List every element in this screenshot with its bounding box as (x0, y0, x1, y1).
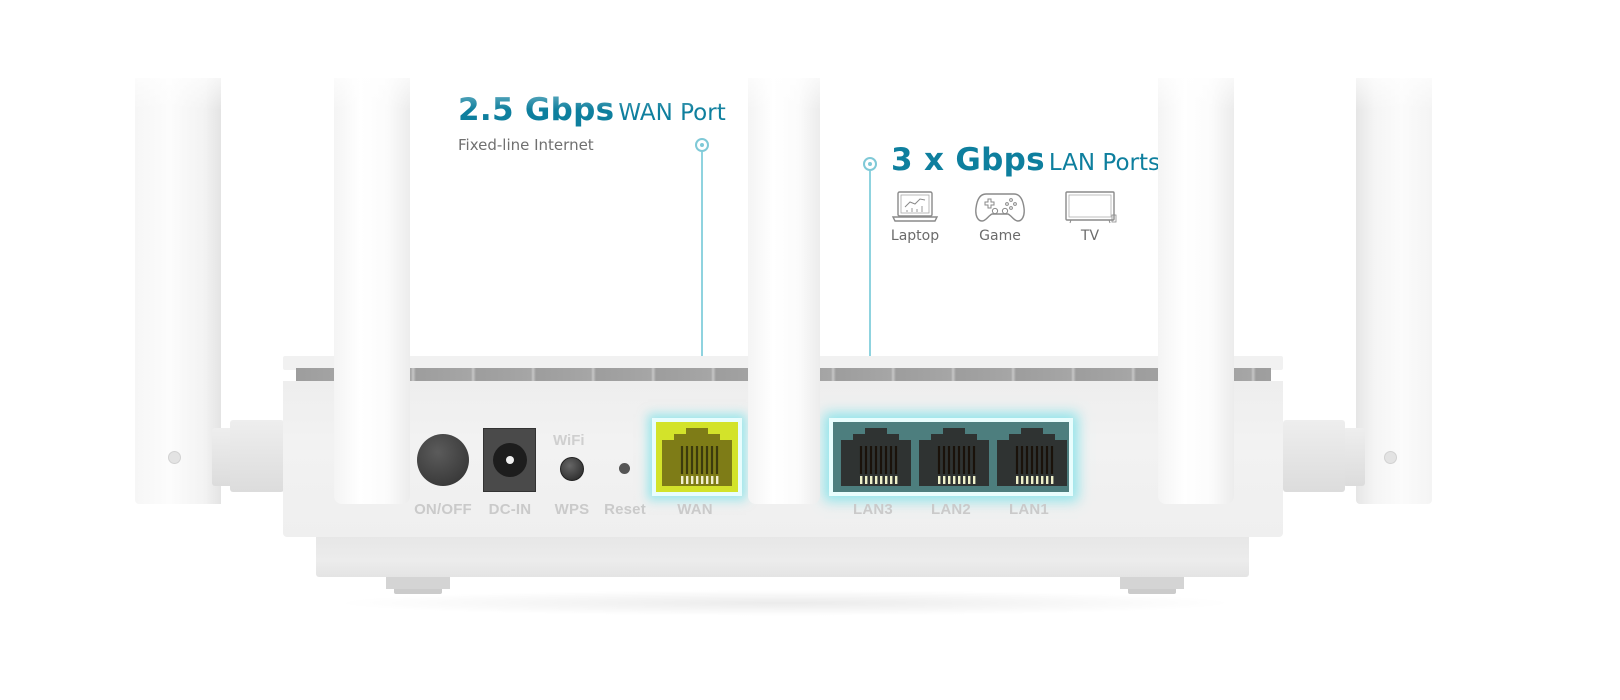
device-laptop: Laptop (880, 190, 950, 244)
wps-label: WPS (554, 501, 590, 518)
lan-callout-line (869, 171, 871, 420)
antenna-hole (168, 451, 181, 464)
router-foot-left (386, 577, 450, 594)
dc-in-label: DC-IN (488, 501, 532, 518)
dc-in-jack (483, 428, 536, 492)
tv-icon (1065, 191, 1117, 224)
antenna-inner-2 (748, 78, 820, 504)
lan3-label: LAN3 (853, 501, 893, 518)
power-button[interactable] (417, 434, 469, 486)
antenna-left-outer (135, 78, 221, 504)
device-game: Game (965, 190, 1035, 244)
antenna-hinge-left (212, 428, 234, 486)
wan-label: WAN (677, 501, 713, 518)
wifi-label: WiFi (553, 432, 585, 449)
lan2-label: LAN2 (931, 501, 971, 518)
antenna-right-outer (1356, 78, 1432, 504)
ethernet-jack-icon (662, 428, 732, 486)
device-tv: TV (1055, 190, 1125, 244)
antenna-inner-3 (1158, 78, 1234, 504)
device-label: Game (979, 228, 1021, 244)
router-base (316, 537, 1249, 577)
laptop-icon (891, 191, 939, 222)
antenna-inner-1 (334, 78, 410, 504)
reset-button[interactable] (619, 463, 630, 474)
lan3-port (841, 428, 911, 486)
device-label: TV (1080, 228, 1100, 244)
wan-callout-line (701, 152, 703, 420)
lan1-label: LAN1 (1009, 501, 1049, 518)
antenna-hole (1384, 451, 1397, 464)
wan-port (652, 418, 742, 496)
router-foot-right (1120, 577, 1184, 594)
wan-description: Fixed-line Internet (458, 136, 594, 154)
device-label: Laptop (890, 228, 940, 244)
antenna-hinge-right (1343, 428, 1365, 486)
lan1-port (997, 428, 1067, 486)
antenna-hinge-left-base (230, 420, 284, 492)
router-shadow (330, 590, 1240, 616)
lan-ports (829, 418, 1073, 496)
wan-callout-dot (695, 138, 709, 152)
top-fade (0, 60, 1620, 110)
wps-button[interactable] (560, 457, 584, 481)
power-label: ON/OFF (414, 501, 472, 518)
lan-port-type: LAN Ports (1048, 150, 1160, 176)
lan-speed: 3 x Gbps (891, 142, 1045, 178)
antenna-hinge-right-base (1283, 420, 1345, 492)
gamepad-icon (975, 193, 1025, 222)
lan2-port (919, 428, 989, 486)
lan-callout-dot (863, 157, 877, 171)
reset-label: Reset (604, 501, 646, 518)
